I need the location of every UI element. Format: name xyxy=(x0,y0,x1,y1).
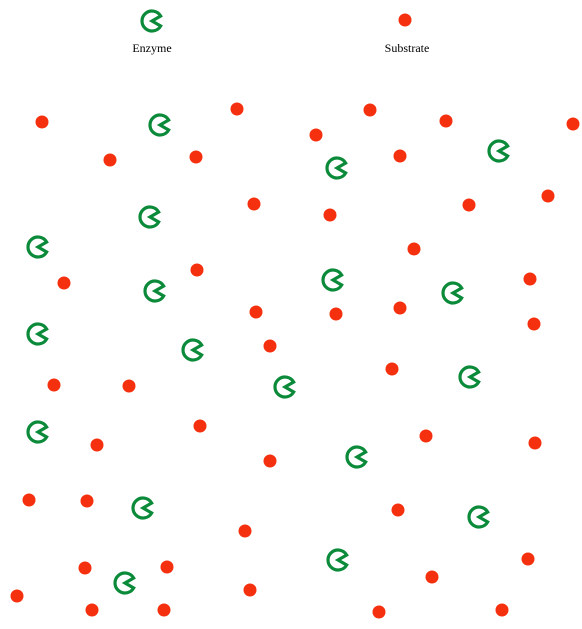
substrate-dot xyxy=(264,455,277,468)
substrate-dot xyxy=(463,199,476,212)
substrate-dot xyxy=(310,129,323,142)
legend-substrate-label: Substrate xyxy=(385,41,430,55)
enzyme-icon xyxy=(142,11,161,31)
substrate-dot xyxy=(123,380,136,393)
substrate-dot xyxy=(542,190,555,203)
substrate-dot xyxy=(191,264,204,277)
substrate-dot xyxy=(420,430,433,443)
substrate-dot xyxy=(11,590,24,603)
substrate-dot xyxy=(522,553,535,566)
substrate-dot xyxy=(524,273,537,286)
enzyme-shape xyxy=(115,573,134,593)
substrate-dot xyxy=(364,104,377,117)
substrate-dot xyxy=(392,504,405,517)
enzyme-shape xyxy=(489,141,508,161)
substrate-dot xyxy=(496,604,509,617)
substrate-dot xyxy=(58,277,71,290)
substrate-icon xyxy=(399,14,412,27)
substrate-dot xyxy=(86,604,99,617)
substrate-dot xyxy=(440,115,453,128)
substrate-dot xyxy=(386,363,399,376)
enzyme-shape xyxy=(443,283,462,303)
substrate-dot xyxy=(81,495,94,508)
enzyme-shape xyxy=(145,281,164,301)
enzyme-shape xyxy=(469,507,488,527)
substrate-dot xyxy=(194,420,207,433)
substrate-dot xyxy=(190,151,203,164)
enzyme-shape xyxy=(460,367,479,387)
substrate-dot xyxy=(239,525,252,538)
substrate-dot xyxy=(36,116,49,129)
enzyme-shape xyxy=(140,207,159,227)
substrate-dot xyxy=(529,437,542,450)
substrate-dot xyxy=(426,571,439,584)
enzyme-shape xyxy=(28,324,47,344)
substrate-dot xyxy=(48,379,61,392)
enzyme-shape xyxy=(347,447,366,467)
substrate-dot xyxy=(23,494,36,507)
substrate-dot xyxy=(408,243,421,256)
legend-enzyme-icon xyxy=(142,11,161,31)
substrate-dot xyxy=(79,562,92,575)
enzyme-shape xyxy=(323,270,342,290)
enzyme-shape xyxy=(150,115,169,135)
legend-enzyme-label: Enzyme xyxy=(132,41,171,55)
substrate-dot xyxy=(394,150,407,163)
legend-substrate-icon xyxy=(399,14,412,27)
substrate-dot xyxy=(244,584,257,597)
enzyme-shape xyxy=(328,550,347,570)
substrate-dot xyxy=(231,103,244,116)
substrate-dot xyxy=(373,606,386,619)
enzyme-shape xyxy=(28,237,47,257)
substrate-dot xyxy=(158,604,171,617)
substrate-dot xyxy=(248,198,261,211)
substrate-dot xyxy=(330,308,343,321)
enzyme-shape xyxy=(28,422,47,442)
substrate-dot xyxy=(394,302,407,315)
substrate-dot xyxy=(528,318,541,331)
substrate-molecules xyxy=(11,103,580,619)
enzyme-shape xyxy=(183,340,202,360)
substrate-dot xyxy=(264,340,277,353)
enzyme-shape xyxy=(133,498,152,518)
substrate-dot xyxy=(161,561,174,574)
enzyme-shape xyxy=(275,377,294,397)
substrate-dot xyxy=(91,439,104,452)
substrate-dot xyxy=(104,154,117,167)
substrate-dot xyxy=(324,209,337,222)
enzyme-shape xyxy=(327,158,346,178)
substrate-dot xyxy=(250,306,263,319)
enzyme-molecules xyxy=(28,115,508,593)
legend: Enzyme Substrate xyxy=(132,11,429,55)
substrate-dot xyxy=(567,118,580,131)
